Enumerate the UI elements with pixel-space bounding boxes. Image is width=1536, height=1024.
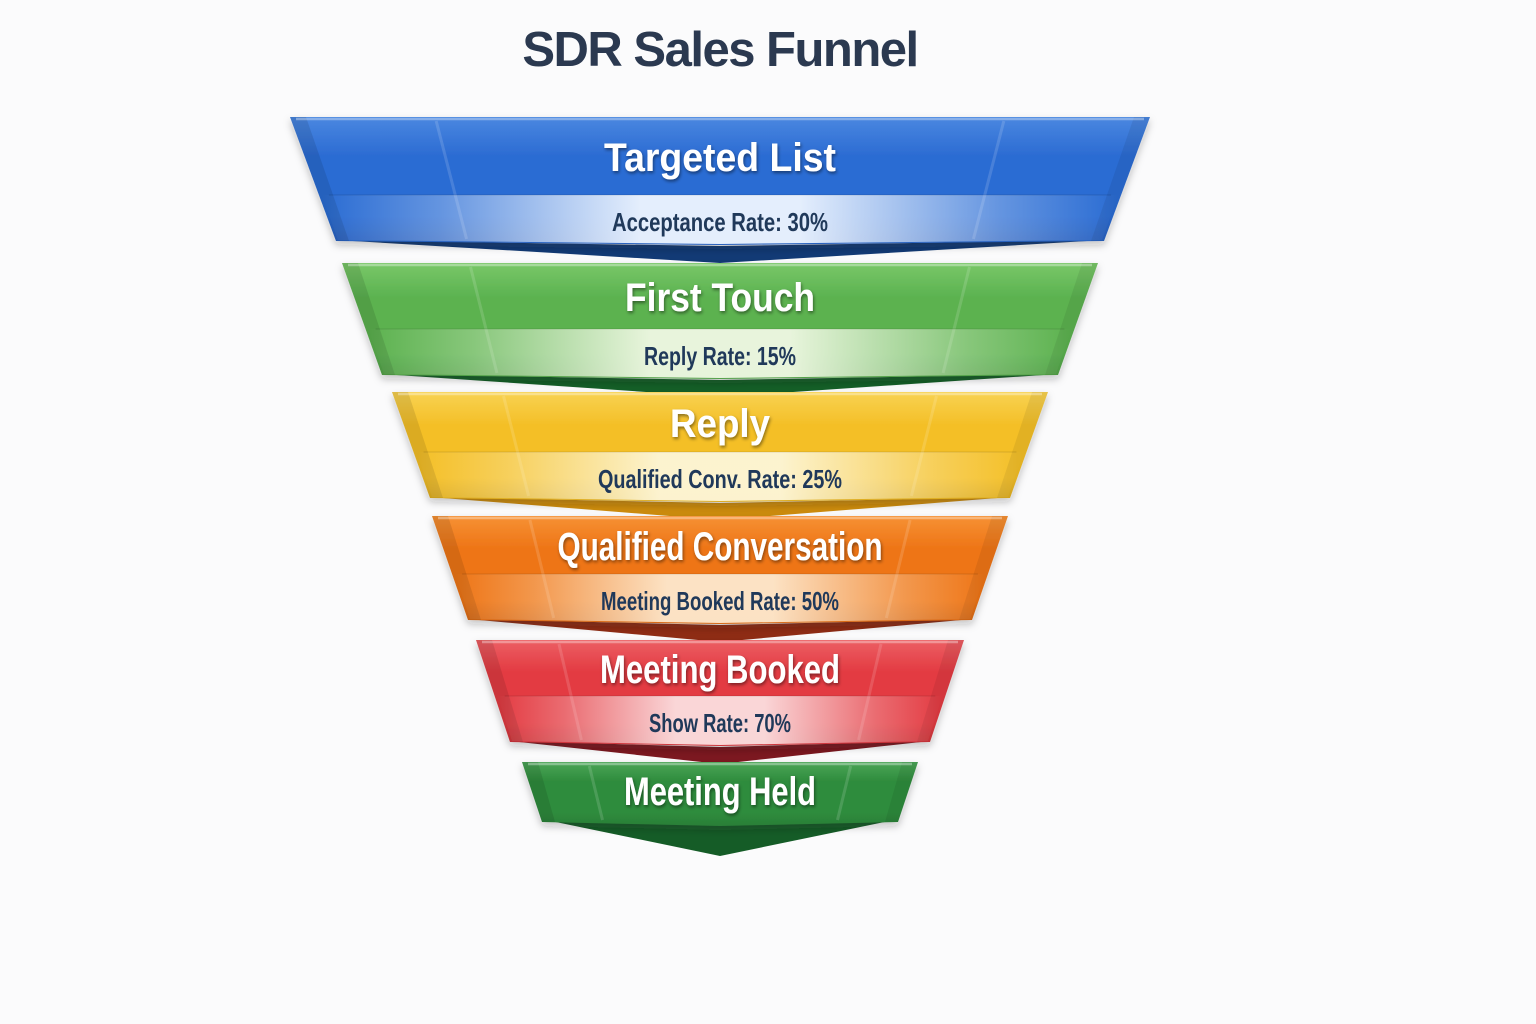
stage-underside	[510, 741, 930, 764]
stage-label: Meeting Booked	[600, 648, 840, 692]
stage-sublabel: Meeting Booked Rate: 50%	[601, 586, 839, 616]
stage-rate-band	[368, 329, 1072, 378]
stage-label: Meeting Held	[624, 770, 816, 814]
stage-rate-band	[416, 452, 1024, 501]
stage-underside	[468, 619, 972, 642]
funnel-stage-meeting-held: Meeting Held	[522, 762, 918, 856]
stage-fold-left	[587, 765, 604, 821]
stage-sublabel: Show Rate: 70%	[649, 708, 791, 738]
chart-title: SDR Sales Funnel	[522, 23, 919, 77]
stage-underside	[546, 820, 894, 856]
stage-sublabel: Acceptance Rate: 30%	[612, 207, 828, 237]
stage-right-bevel	[885, 762, 918, 822]
stage-underside	[336, 240, 1104, 263]
stage-sublabel: Qualified Conv. Rate: 25%	[598, 464, 842, 494]
stage-sublabel: Reply Rate: 15%	[644, 341, 796, 371]
stage-label: Reply	[670, 402, 771, 446]
stage-face	[522, 762, 918, 826]
stage-left-bevel	[522, 762, 555, 822]
stage-rate-band	[497, 696, 943, 745]
stage-underside	[382, 374, 1058, 397]
stage-fold-right	[836, 765, 853, 821]
stage-rate-band	[455, 574, 985, 623]
stage-label: Targeted List	[604, 136, 836, 180]
stage-label: Qualified Conversation	[558, 525, 883, 569]
stage-rate-band	[321, 195, 1119, 244]
stage-label: First Touch	[625, 276, 815, 320]
stage-underside	[430, 497, 1010, 520]
